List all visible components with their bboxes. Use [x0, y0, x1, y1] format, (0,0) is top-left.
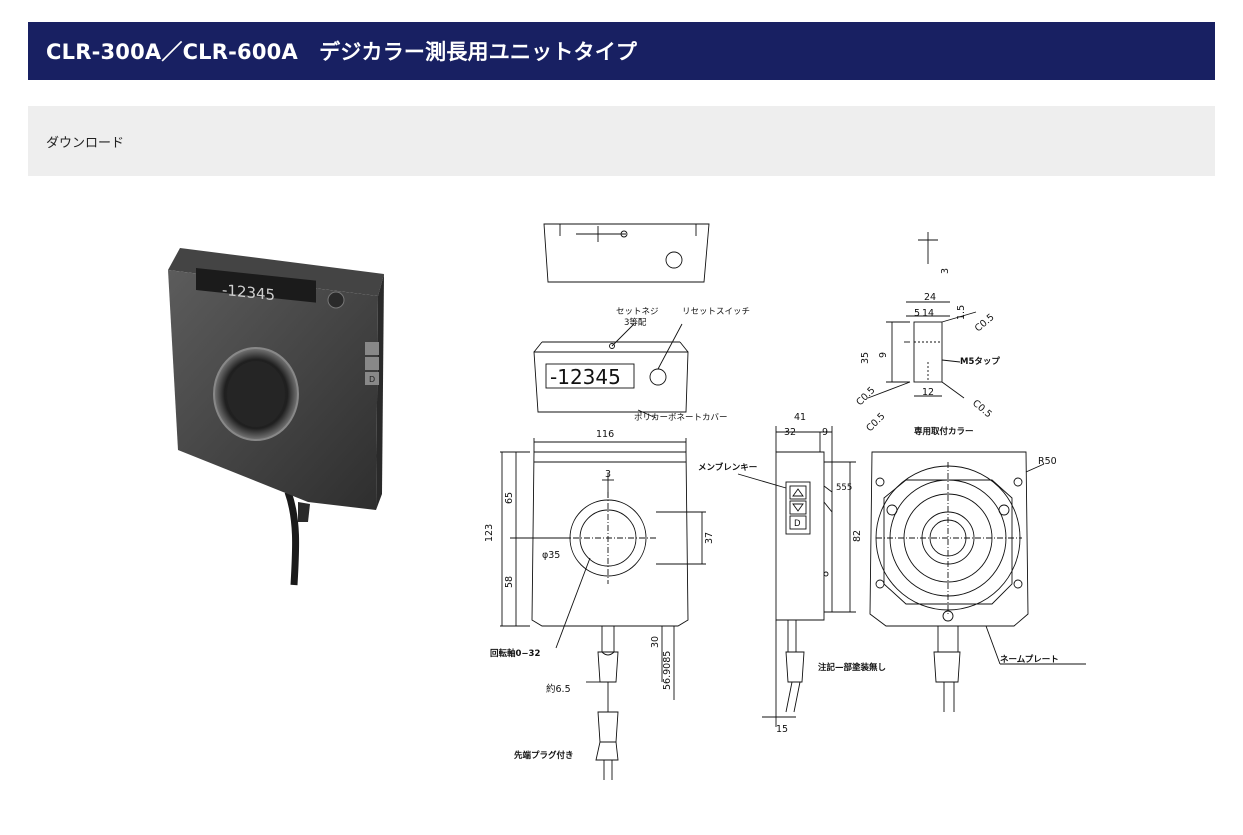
label-set-screw-count: 3等配 [624, 317, 647, 328]
dim-14: 14 [922, 308, 934, 319]
label-membrane-key: メンブレンキー [698, 462, 757, 473]
dim-9: 9 [822, 427, 828, 438]
dim-58: 58 [504, 576, 515, 588]
back-view [869, 451, 1086, 712]
photo-key-d: D [369, 375, 375, 384]
label-m5-tap: M5タップ [960, 356, 1000, 367]
dim-123: 123 [484, 524, 495, 542]
dim-30: 30 [650, 636, 661, 648]
page-title: CLR-300A／CLR-600A デジカラー測長用ユニットタイプ [28, 22, 1215, 80]
top-view [543, 223, 710, 283]
dim-24: 24 [924, 292, 936, 303]
dim-12: 12 [922, 387, 934, 398]
dim-35: 35 [860, 352, 871, 364]
dim-555: 555 [836, 483, 852, 493]
dim-56: 56.9085 [662, 651, 673, 690]
page-title-text: CLR-300A／CLR-600A デジカラー測長用ユニットタイプ [46, 40, 638, 64]
drawing-display-text: -12345 [550, 365, 621, 389]
dim-37: 37 [704, 532, 715, 544]
label-polycarbonate-cover: ポリカーボネートカバー [634, 413, 728, 423]
dim-3: 3 [605, 469, 611, 480]
front-view [500, 438, 706, 780]
chamfer-bottom-right: C0.5 [970, 398, 994, 420]
dim-32: 32 [784, 427, 796, 438]
label-cable-dia: 約6.5 [546, 683, 571, 695]
label-set-screw: セットネジ [616, 307, 659, 317]
photo-display-text: -12345 [222, 281, 275, 305]
dim-1-5: 1.5 [956, 305, 967, 320]
chamfer-left: C0.5 [854, 385, 877, 408]
dim-bore: φ35 [542, 550, 560, 561]
download-link[interactable]: ダウンロード [46, 135, 125, 151]
dim-3-top: 3 [940, 268, 951, 274]
label-plug: 先端プラグ付き [514, 750, 574, 761]
label-nameplate: ネームプレート [1000, 654, 1059, 665]
label-radius: R50 [1038, 456, 1057, 467]
dim-41: 41 [794, 412, 806, 423]
chamfer-bottom-left: C0.5 [864, 411, 887, 434]
drawing-key-d: D [794, 519, 801, 529]
dim-116: 116 [596, 429, 614, 440]
download-section: ダウンロード [28, 106, 1215, 176]
dim-9-side: 9 [878, 352, 889, 358]
dim-65: 65 [504, 492, 515, 504]
dim-15: 15 [776, 724, 788, 735]
side-view [762, 426, 856, 727]
collar-view [867, 232, 977, 399]
dim-5: 5 [914, 308, 920, 319]
front-view-small: -12345 [533, 323, 689, 419]
label-note: 注記—部塗装無し [818, 662, 886, 673]
label-rotation-axis: 回転軸0−32 [490, 648, 540, 659]
label-collar-title: 専用取付カラー [914, 426, 974, 437]
label-reset-switch: リセットスイッチ [682, 307, 750, 317]
chamfer-top-right: C0.5 [973, 312, 997, 334]
product-photo: -12345 D [168, 248, 384, 586]
dim-82: 82 [852, 530, 863, 542]
dimension-drawing: -12345 セットネジ 3等配 リセットスイッチ ポリカーボネートカバー [484, 223, 1086, 780]
